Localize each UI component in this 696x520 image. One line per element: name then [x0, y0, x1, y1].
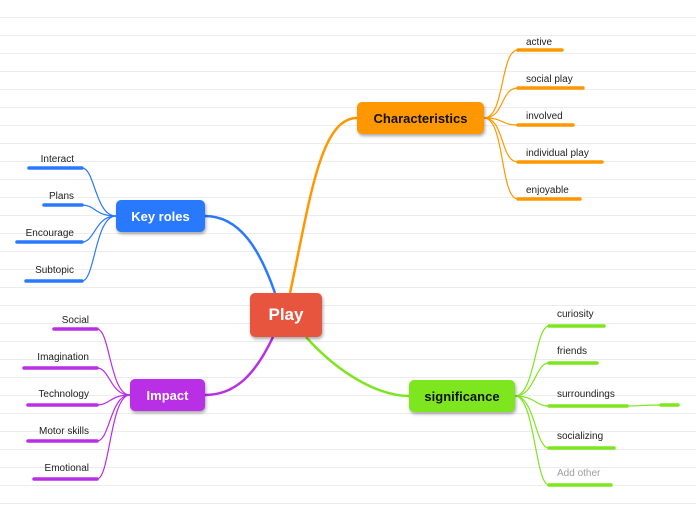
subtopic-enjoyable[interactable]: enjoyable — [526, 185, 569, 196]
subtopic-friends[interactable]: friends — [557, 346, 588, 357]
branch-impact-node[interactable]: Impact — [130, 379, 205, 411]
subtopic-emotional[interactable]: Emotional — [44, 463, 89, 474]
subtopic-active[interactable]: active — [526, 37, 553, 48]
subtopic-involved[interactable]: involved — [526, 111, 563, 122]
link-play-significance — [305, 336, 410, 398]
subtopic-surroundings[interactable]: surroundings — [557, 389, 615, 400]
subtopic-imagination[interactable]: Imagination — [37, 352, 89, 363]
subtopic-motor-skills[interactable]: Motor skills — [38, 426, 89, 437]
subtopic-curiosity[interactable]: curiosity — [557, 309, 594, 320]
link-play-characteristics — [288, 116, 358, 294]
central-topic-node[interactable]: Play — [250, 293, 322, 337]
subtopic-socializing[interactable]: socializing — [557, 431, 604, 442]
subtopic-social-play[interactable]: social play — [526, 74, 573, 85]
subtopic-individual-play[interactable]: individual play — [526, 148, 589, 159]
branch-characteristics-node[interactable]: Characteristics — [357, 102, 484, 134]
subtopic-technology[interactable]: Technology — [38, 389, 89, 400]
link-play-impact — [204, 336, 275, 397]
subtopic-subtopic[interactable]: Subtopic — [35, 265, 74, 276]
subtopic-social[interactable]: Social — [61, 315, 89, 326]
subtopic-add-other[interactable]: Add other — [557, 468, 601, 479]
subtopic-plans[interactable]: Plans — [48, 191, 74, 202]
branch-significance-node[interactable]: significance — [409, 380, 515, 412]
branch-key-roles-node[interactable]: Key roles — [116, 200, 205, 232]
subtopic-encourage[interactable]: Encourage — [25, 228, 74, 239]
link-play-key-roles — [204, 214, 277, 294]
subtopic-interact[interactable]: Interact — [40, 154, 74, 165]
